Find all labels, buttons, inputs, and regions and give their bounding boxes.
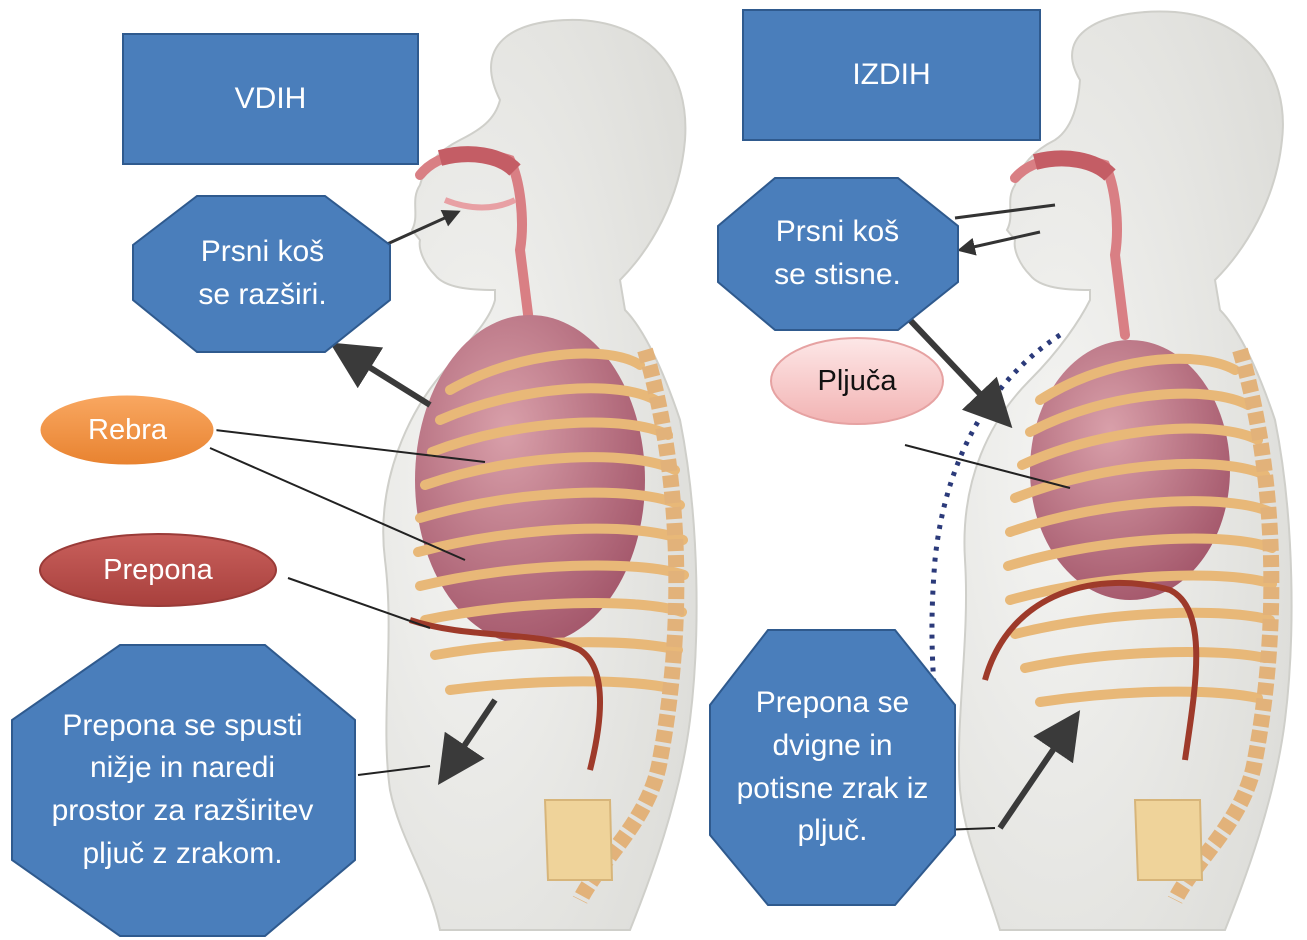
exhale-chest-note: Prsni koš se stisne.	[730, 180, 945, 328]
inhale-chest-note: Prsni koš se razširi.	[150, 200, 375, 348]
ribs-label: Rebra	[40, 395, 215, 465]
inhale-body-figure	[383, 20, 696, 930]
inhale-title: VDIH	[123, 34, 418, 164]
diaphragm-label: Prepona	[40, 535, 276, 605]
exhale-diaphragm-note: Prepona se dvigne in potisne zrak iz plj…	[715, 640, 950, 895]
exhale-body-figure	[959, 12, 1292, 930]
inhale-diaphragm-note: Prepona se spusti nižje in naredi prosto…	[20, 655, 345, 925]
exhale-title: IZDIH	[743, 10, 1040, 140]
lungs-label: Pljuča	[771, 345, 943, 417]
